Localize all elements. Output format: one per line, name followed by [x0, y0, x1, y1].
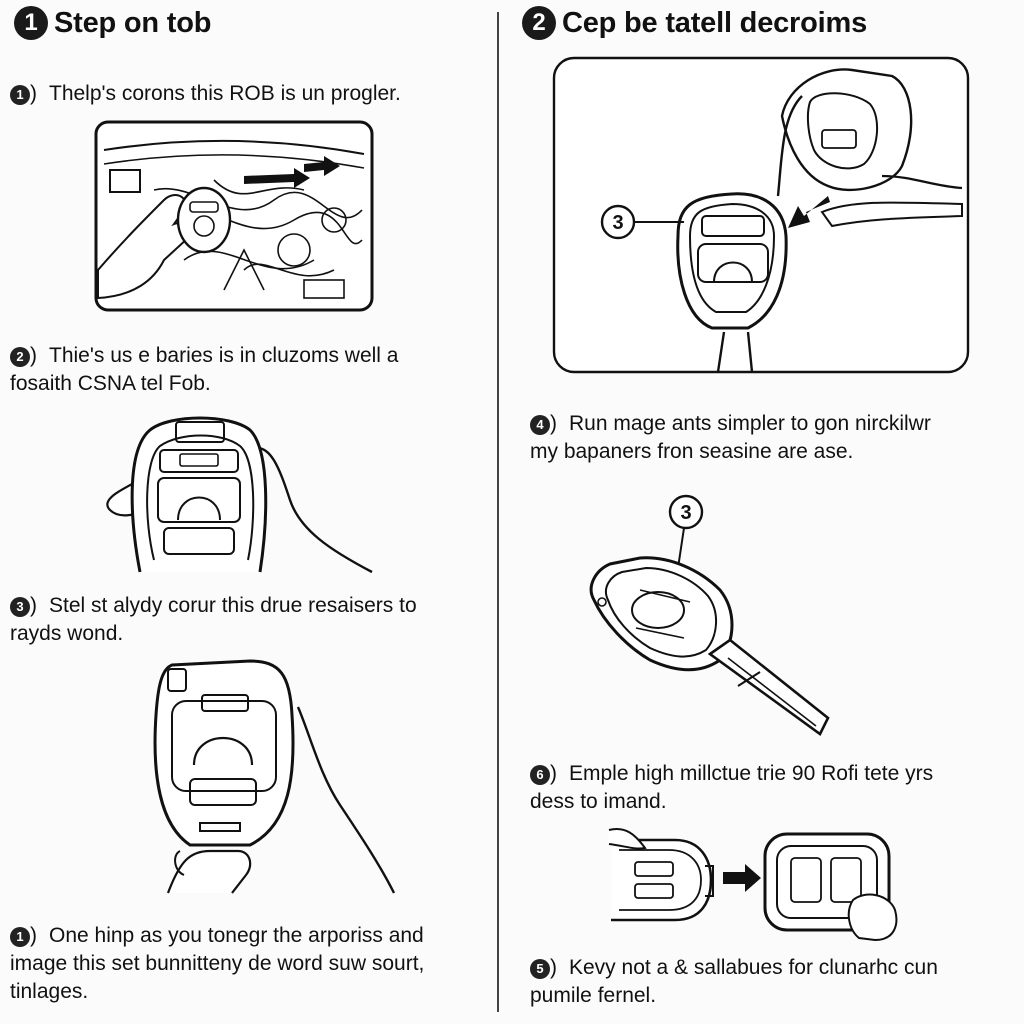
step-text-4: 1)One hinp as you tonegr the arporiss an… [10, 924, 425, 1003]
step-line: pumile fernel. [530, 984, 657, 1007]
step-text-7: 5)Kevy not a & sallabues for clunarhc cu… [530, 956, 938, 1007]
step-number-badge: 6 [530, 765, 550, 785]
step-text-6: 6)Emple high millctue trie 90 Rofi tete … [530, 762, 934, 813]
step-text-1: 1)Thelp's corons this ROB is un progler. [10, 80, 490, 108]
step-number-badge: 5 [530, 959, 550, 979]
step-line: Run mage ants simpler to gon nirckilwr [569, 412, 931, 435]
column-divider [497, 12, 499, 1012]
section-2-badge: 2 [522, 6, 556, 40]
section-1-title: Step on tob [54, 6, 212, 39]
step-line: Stel st alydy corur this drue resaisers … [49, 594, 417, 617]
step-line: Thelp's corons this ROB is un progler. [49, 82, 401, 105]
step-line: Kevy not a & sallabues for clunarhc cun [569, 956, 938, 979]
step-line: tinlages. [10, 980, 89, 1003]
fob-separation-illustration: 3 [552, 56, 970, 374]
step-text-3: 3)Stel st alydy corur this drue resaiser… [10, 594, 417, 645]
callout-label: 3 [680, 502, 691, 524]
step-line: One hinp as you tonegr the arporiss and [49, 924, 424, 947]
section-1-badge: 1 [14, 6, 48, 40]
section-2-title: Cep be tatell decroims [562, 6, 868, 39]
step-line: rayds wond. [10, 622, 124, 645]
step-line: Thie's us e baries is in cluzoms well a [49, 344, 399, 367]
step-number-badge: 3 [10, 597, 30, 617]
step-line: Emple high millctue trie 90 Rofi tete yr… [569, 762, 934, 785]
step-number-badge: 2 [10, 347, 30, 367]
fob-halves-illustration [608, 828, 898, 942]
step-line: image this set bunnitteny de word suw so… [10, 952, 425, 975]
key-fob-hand-illustration [106, 416, 373, 574]
step-number-badge: 1 [10, 927, 30, 947]
key-blade-illustration: 3 [589, 494, 830, 736]
step-number-badge: 4 [530, 415, 550, 435]
step-line: fosaith CSNA tel Fob. [10, 372, 211, 395]
step-text-5: 4)Run mage ants simpler to gon nirckilwr… [530, 412, 931, 463]
step-line: my bapaners fron seasine are ase. [530, 440, 854, 463]
step-number-badge: 1 [10, 85, 30, 105]
section-2-header: 2 Cep be tatell decroims [522, 6, 867, 40]
engine-bay-illustration [94, 120, 374, 312]
step-line: dess to imand. [530, 790, 667, 813]
key-fob-open-illustration [153, 659, 396, 894]
callout-label: 3 [612, 212, 623, 234]
step-text-2: 2)Thie's us e baries is in cluzoms well … [10, 344, 399, 395]
section-1-header: 1 Step on tob [14, 6, 211, 40]
